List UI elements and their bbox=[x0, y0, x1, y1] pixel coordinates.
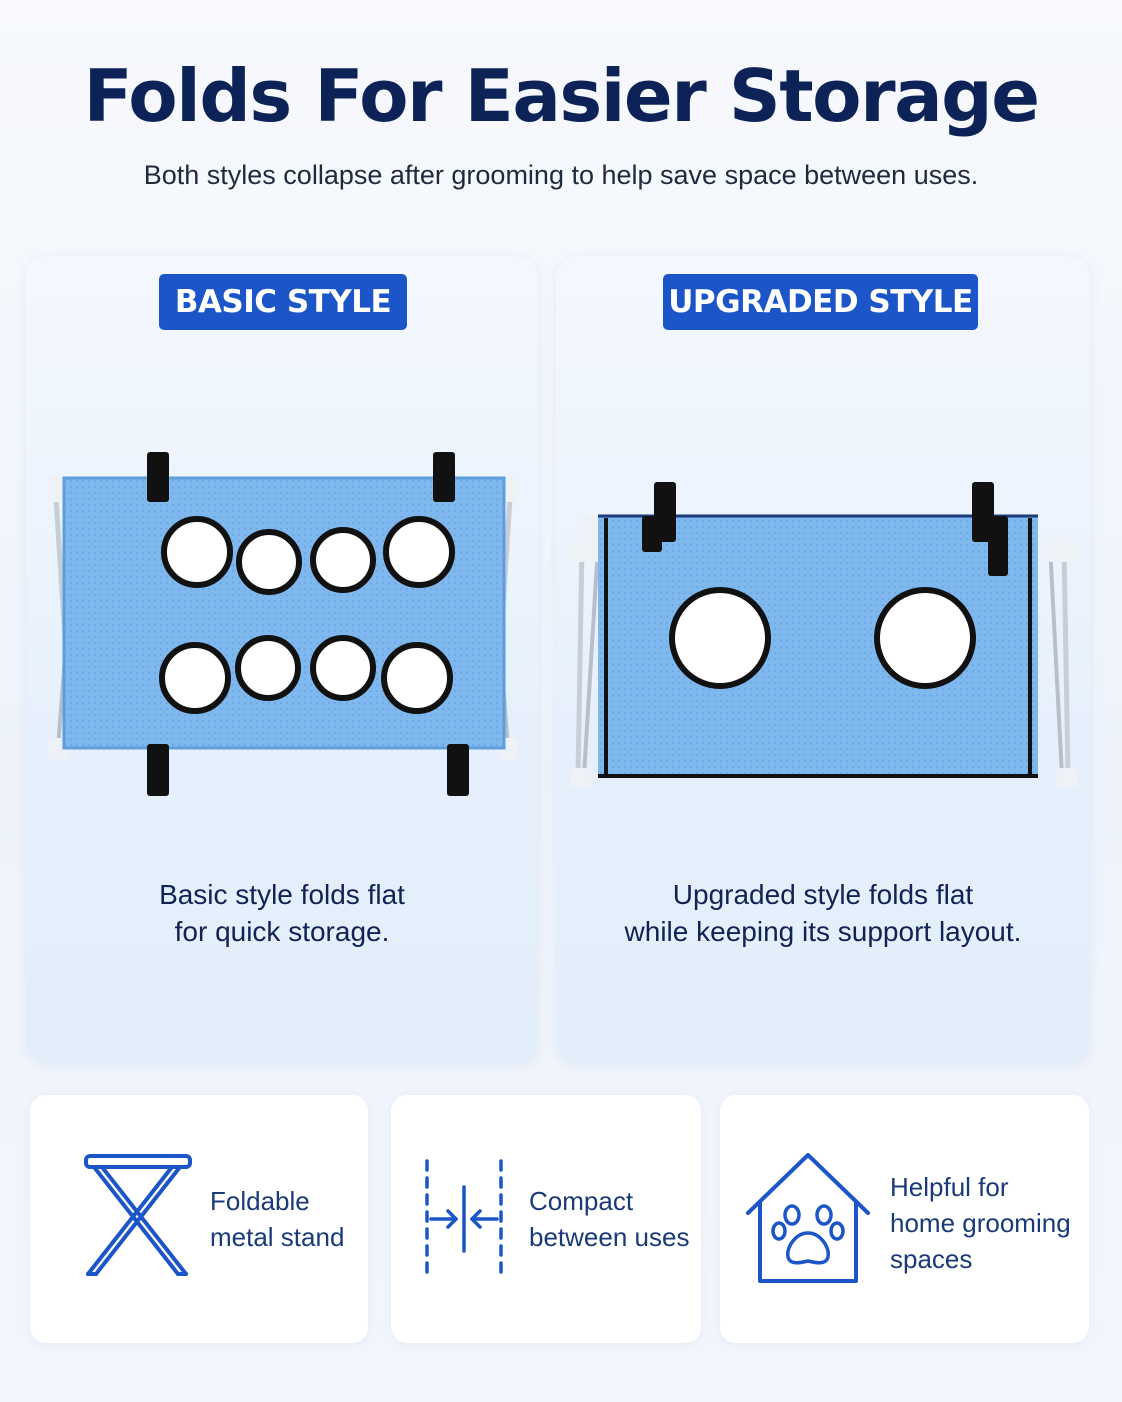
upgraded-style-panel: UPGRADED STYLE Upg bbox=[556, 256, 1090, 1064]
basic-style-product-image bbox=[48, 452, 518, 796]
basic-style-caption-line2: for quick storage. bbox=[174, 916, 390, 947]
basic-style-panel: BASIC STYLE bbox=[26, 256, 538, 1064]
basic-style-badge: BASIC STYLE bbox=[159, 274, 407, 330]
upgraded-style-caption: Upgraded style folds flat while keeping … bbox=[556, 876, 1090, 950]
feature-label-compact: Compact between uses bbox=[529, 1186, 690, 1252]
basic-style-caption-line1: Basic style folds flat bbox=[159, 879, 405, 910]
folding-stand-icon bbox=[84, 1154, 192, 1276]
page-subtitle: Both styles collapse after grooming to h… bbox=[143, 160, 979, 190]
feature-card-home-grooming: Helpful for home grooming spaces bbox=[720, 1095, 1089, 1343]
upgraded-style-caption-line2: while keeping its support layout. bbox=[624, 916, 1022, 947]
house-paw-icon bbox=[746, 1153, 870, 1283]
upgraded-style-product-image bbox=[570, 482, 1078, 788]
page-title: Folds For Easier Storage bbox=[83, 54, 1040, 138]
basic-style-caption: Basic style folds flat for quick storage… bbox=[26, 876, 538, 950]
upgraded-style-caption-line1: Upgraded style folds flat bbox=[672, 879, 974, 910]
feature-card-compact: Compact between uses bbox=[391, 1095, 701, 1343]
compress-arrows-icon bbox=[425, 1159, 503, 1279]
feature-label-foldable-stand: Foldable metal stand bbox=[210, 1186, 345, 1252]
feature-card-foldable-stand: Foldable metal stand bbox=[30, 1095, 368, 1343]
feature-label-home-grooming: Helpful for home grooming spaces bbox=[890, 1172, 1071, 1274]
upgraded-style-badge: UPGRADED STYLE bbox=[663, 274, 978, 330]
